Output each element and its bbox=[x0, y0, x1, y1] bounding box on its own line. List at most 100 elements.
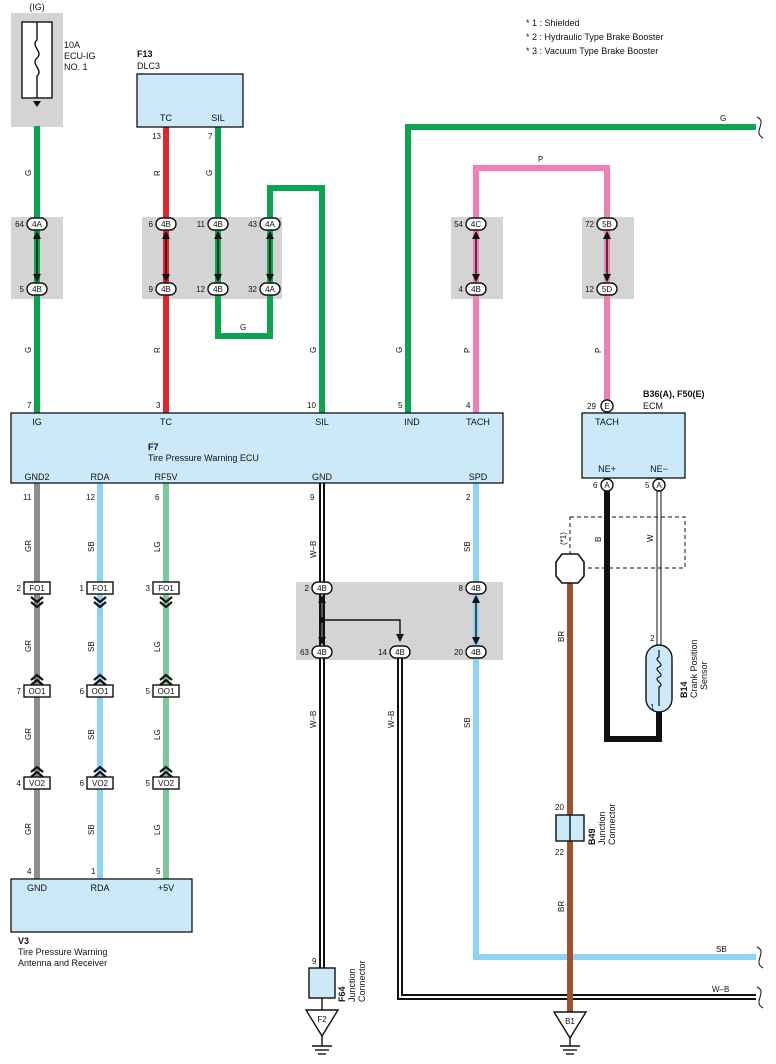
wire-gnd-wb bbox=[319, 483, 756, 1000]
junction-connectors: 4A644B54B64B94B114B124A434A324C544B45B72… bbox=[15, 217, 618, 659]
svg-text:FO1: FO1 bbox=[29, 584, 45, 593]
chevron-icon bbox=[159, 596, 173, 604]
antenna-and-receiver: GND RDA +5V 4 1 5 V3 Tire Pressure Warni… bbox=[10, 867, 193, 968]
label-r: R bbox=[153, 347, 162, 353]
svg-text:14: 14 bbox=[378, 648, 387, 657]
svg-text:2: 2 bbox=[17, 584, 22, 593]
svg-text:4B: 4B bbox=[471, 648, 481, 657]
svg-text:4C: 4C bbox=[471, 220, 481, 229]
ecu-pin-number: 4 bbox=[466, 401, 471, 410]
svg-text:OO1: OO1 bbox=[29, 687, 46, 696]
label-wb: W–B bbox=[309, 541, 318, 558]
ground-label: F2 bbox=[317, 1015, 327, 1024]
notes: * 1 : Shielded * 2 : Hydraulic Type Brak… bbox=[526, 18, 663, 56]
svg-text:OO1: OO1 bbox=[92, 687, 109, 696]
connector-gnd-a: 4B2 bbox=[305, 581, 333, 595]
crank-position-sensor: 2 1 B14 Crank Position Sensor bbox=[645, 634, 709, 713]
connector-spd-a: 4B8 bbox=[459, 581, 487, 595]
dlc3-code: F13 bbox=[137, 49, 153, 59]
f64-name: Junction bbox=[347, 968, 357, 1002]
b49-pin: 20 bbox=[555, 803, 564, 812]
wire-labels: G G R R G G G G G P P P GR GR GR GR SB S… bbox=[24, 114, 729, 994]
arrow-down-icon bbox=[33, 101, 41, 107]
svg-text:72: 72 bbox=[585, 220, 594, 229]
label-gr: GR bbox=[24, 640, 33, 652]
ecm-name: ECM bbox=[643, 401, 663, 411]
svg-text:VO2: VO2 bbox=[29, 779, 46, 788]
chevron-icon bbox=[30, 765, 44, 773]
chevron-icon bbox=[93, 601, 107, 609]
svg-text:8: 8 bbox=[459, 584, 464, 593]
junction-connector-b49: 20 22 B49 Junction Connector bbox=[555, 803, 617, 857]
dlc3-tc-pin: 13 bbox=[152, 132, 161, 141]
label-wb: W–B bbox=[712, 985, 729, 994]
svg-text:20: 20 bbox=[454, 648, 463, 657]
ecm-nep-conn: A bbox=[604, 481, 610, 490]
svg-text:VO2: VO2 bbox=[158, 779, 175, 788]
dlc3-connector: F13 DLC3 TC SIL 13 7 bbox=[136, 49, 244, 141]
label-g: G bbox=[205, 170, 214, 176]
coil-icon bbox=[656, 650, 662, 706]
ecu-pin-number: 11 bbox=[23, 493, 32, 502]
chevron-icon bbox=[159, 678, 173, 686]
wire-ind-green bbox=[405, 124, 756, 413]
svg-text:4B: 4B bbox=[471, 285, 481, 294]
chevron-icon bbox=[30, 673, 44, 681]
shield-box bbox=[569, 516, 686, 569]
ecu-pin-number: 2 bbox=[466, 493, 471, 502]
svg-text:7: 7 bbox=[17, 687, 22, 696]
svg-text:4B: 4B bbox=[317, 648, 327, 657]
tire-pressure-warning-ecu: F7 Tire Pressure Warning ECU IG TC SIL I… bbox=[10, 401, 504, 502]
ecm: B36(A), F50(E) ECM TACH NE+ NE− E 29 A A… bbox=[581, 389, 705, 492]
svg-text:5: 5 bbox=[146, 687, 151, 696]
svg-text:5: 5 bbox=[146, 779, 151, 788]
chevron-icon bbox=[93, 770, 107, 778]
ecm-tach-conn: E bbox=[604, 402, 609, 411]
svg-text:4A: 4A bbox=[32, 220, 42, 229]
receiver-pin: 5 bbox=[156, 867, 161, 876]
f64-pin: 9 bbox=[312, 957, 317, 966]
svg-text:5B: 5B bbox=[602, 220, 612, 229]
fuse-name-2: NO. 1 bbox=[64, 62, 88, 72]
double-arrow-icon bbox=[318, 595, 326, 645]
receiver-code: V3 bbox=[18, 936, 29, 946]
f64-code: F64 bbox=[337, 986, 347, 1002]
chevron-icon bbox=[93, 596, 107, 604]
ecm-nep-pin: 6 bbox=[593, 481, 598, 490]
svg-text:12: 12 bbox=[196, 285, 205, 294]
b49-pin: 22 bbox=[555, 848, 564, 857]
receiver-rda-label: RDA bbox=[90, 883, 109, 893]
chevron-icon bbox=[30, 770, 44, 778]
svg-text:9: 9 bbox=[149, 285, 154, 294]
junction-connector-f64: 9 F64 Junction Connector bbox=[308, 957, 367, 1010]
fuse-rating: 10A bbox=[64, 40, 80, 50]
label-b: B bbox=[594, 537, 603, 542]
label-br: BR bbox=[557, 631, 566, 642]
label-g: G bbox=[720, 114, 726, 123]
ground-label: B1 bbox=[565, 1017, 575, 1026]
ecu-name: Tire Pressure Warning ECU bbox=[148, 453, 259, 463]
double-arrow-icon bbox=[472, 595, 480, 645]
ecu-pin-label: GND bbox=[312, 472, 333, 482]
connector-ecmt-a: 5B 72 bbox=[585, 217, 618, 231]
chevron-icon bbox=[159, 765, 173, 773]
sensor-pin: 1 bbox=[650, 703, 655, 712]
b49-name-2: Connector bbox=[607, 803, 617, 845]
label-gr: GR bbox=[24, 823, 33, 835]
sensor-name-2: Sensor bbox=[699, 661, 709, 690]
svg-text:4: 4 bbox=[459, 285, 464, 294]
label-g: G bbox=[24, 170, 33, 176]
